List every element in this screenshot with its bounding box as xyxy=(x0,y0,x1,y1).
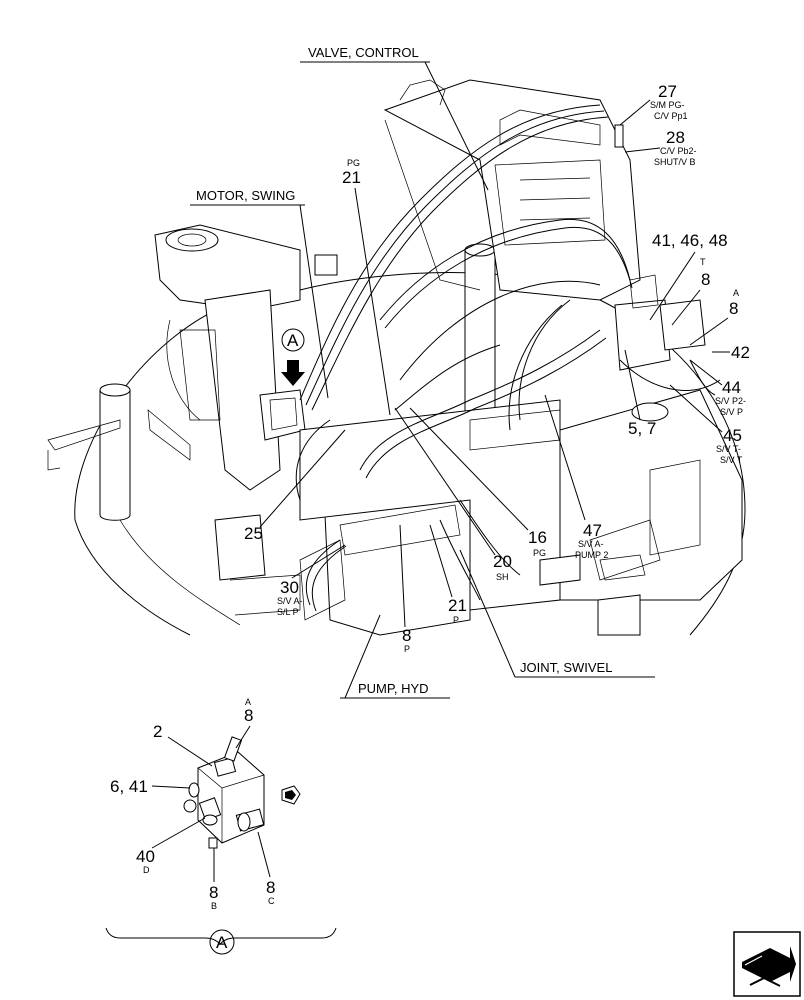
view-direction-arrow-icon xyxy=(281,360,305,386)
svg-text:28: 28 xyxy=(666,128,685,147)
callout-21-p: 21 P xyxy=(429,524,467,625)
callout-8-a: A 8 xyxy=(689,288,739,346)
svg-text:8: 8 xyxy=(244,706,253,725)
svg-text:P: P xyxy=(404,644,410,654)
svg-text:21: 21 xyxy=(448,596,467,615)
detail-a-bracket: A xyxy=(105,927,337,955)
upper-frame-drawing xyxy=(47,79,746,636)
detail-marker-a: A xyxy=(281,328,305,386)
svg-text:S/V P: S/V P xyxy=(720,407,743,417)
detail-callout-40: 40 D xyxy=(136,817,206,875)
svg-text:MOTOR, SWING: MOTOR, SWING xyxy=(196,188,295,203)
svg-text:D: D xyxy=(143,865,150,875)
detail-circle-a-icon xyxy=(209,929,235,955)
svg-text:42: 42 xyxy=(731,343,750,362)
svg-text:S/L P: S/L P xyxy=(277,607,299,617)
hose-routing xyxy=(295,104,721,612)
callout-47: 47 S/V A- PUMP 2 xyxy=(544,394,608,560)
name-label-motor-swing: MOTOR, SWING xyxy=(190,188,329,399)
name-label-valve-control: VALVE, CONTROL xyxy=(300,45,489,191)
svg-text:P: P xyxy=(453,615,459,625)
svg-text:S/V A-: S/V A- xyxy=(277,596,303,606)
navigation-arrow-icon[interactable] xyxy=(733,931,801,997)
svg-text:S/M PG-: S/M PG- xyxy=(650,100,685,110)
callout-28: 28 C/V Pb2- SHUT/V B xyxy=(624,128,697,167)
detail-callout-2: 2 xyxy=(153,722,213,767)
svg-text:PUMP, HYD: PUMP, HYD xyxy=(358,681,429,696)
svg-text:47: 47 xyxy=(583,521,602,540)
svg-text:A: A xyxy=(245,697,251,707)
svg-text:45: 45 xyxy=(723,426,742,445)
svg-text:2: 2 xyxy=(153,722,162,741)
svg-text:A: A xyxy=(733,288,739,298)
callout-44: 44 S/V P2- S/V P xyxy=(689,359,746,417)
callout-42: 42 xyxy=(712,343,750,362)
svg-text:PUMP 2: PUMP 2 xyxy=(575,550,608,560)
svg-text:JOINT, SWIVEL: JOINT, SWIVEL xyxy=(520,660,612,675)
svg-text:8: 8 xyxy=(266,878,275,897)
svg-text:C: C xyxy=(268,896,275,906)
svg-text:40: 40 xyxy=(136,847,155,866)
svg-text:6, 41: 6, 41 xyxy=(110,777,148,796)
svg-text:25: 25 xyxy=(244,524,263,543)
svg-text:8: 8 xyxy=(209,883,218,902)
svg-text:44: 44 xyxy=(722,378,741,397)
callout-45: 45 S/V T- S/V T xyxy=(669,384,743,465)
callout-8: 8 xyxy=(671,270,710,326)
callout-21-pg: PG 21 xyxy=(342,158,391,416)
svg-text:PG: PG xyxy=(533,548,546,558)
svg-text:S/V P2-: S/V P2- xyxy=(715,396,746,406)
name-label-pump-hyd: PUMP, HYD xyxy=(340,614,450,699)
detail-callout-8-b: 8 B xyxy=(209,848,218,911)
svg-text:B: B xyxy=(211,901,217,911)
detail-callout-6-41: 6, 41 xyxy=(110,777,191,796)
svg-text:S/V T-: S/V T- xyxy=(716,444,741,454)
svg-text:A: A xyxy=(216,933,228,952)
detail-a-drawing xyxy=(183,736,301,849)
svg-text:PG: PG xyxy=(347,158,360,168)
svg-text:VALVE, CONTROL: VALVE, CONTROL xyxy=(308,45,419,60)
svg-text:20: 20 xyxy=(493,552,512,571)
svg-text:8: 8 xyxy=(729,299,738,318)
svg-text:16: 16 xyxy=(528,528,547,547)
svg-text:SHUT/V B: SHUT/V B xyxy=(654,157,696,167)
callout-8-p: 8 P xyxy=(399,524,411,654)
svg-text:8: 8 xyxy=(402,626,411,645)
svg-text:21: 21 xyxy=(342,168,361,187)
detail-callout-8-c: 8 C xyxy=(257,831,275,906)
svg-text:SH: SH xyxy=(496,572,509,582)
callout-41-46-48: 41, 46, 48 T xyxy=(649,231,728,321)
svg-text:T: T xyxy=(700,257,706,267)
svg-text:S/V T: S/V T xyxy=(720,455,743,465)
svg-text:41, 46, 48: 41, 46, 48 xyxy=(652,231,728,250)
svg-text:C/V Pb2-: C/V Pb2- xyxy=(660,146,697,156)
callout-16: 16 PG xyxy=(409,407,547,558)
svg-text:S/V A-: S/V A- xyxy=(578,539,604,549)
svg-text:C/V Pp1: C/V Pp1 xyxy=(654,111,688,121)
callout-27: 27 S/M PG- C/V Pp1 xyxy=(614,82,688,148)
callout-20: 20 SH xyxy=(394,407,512,582)
callout-25: 25 xyxy=(244,429,346,543)
name-label-joint-swivel: JOINT, SWIVEL xyxy=(459,549,655,678)
svg-text:8: 8 xyxy=(701,270,710,289)
callout-5-7: 5, 7 xyxy=(624,349,656,438)
callout-30: 30 S/V A- S/L P xyxy=(277,544,346,617)
svg-text:27: 27 xyxy=(658,82,677,101)
svg-text:30: 30 xyxy=(280,578,299,597)
svg-text:5, 7: 5, 7 xyxy=(628,419,656,438)
svg-text:A: A xyxy=(287,331,299,350)
detail-callout-8-a: A 8 xyxy=(235,697,253,749)
